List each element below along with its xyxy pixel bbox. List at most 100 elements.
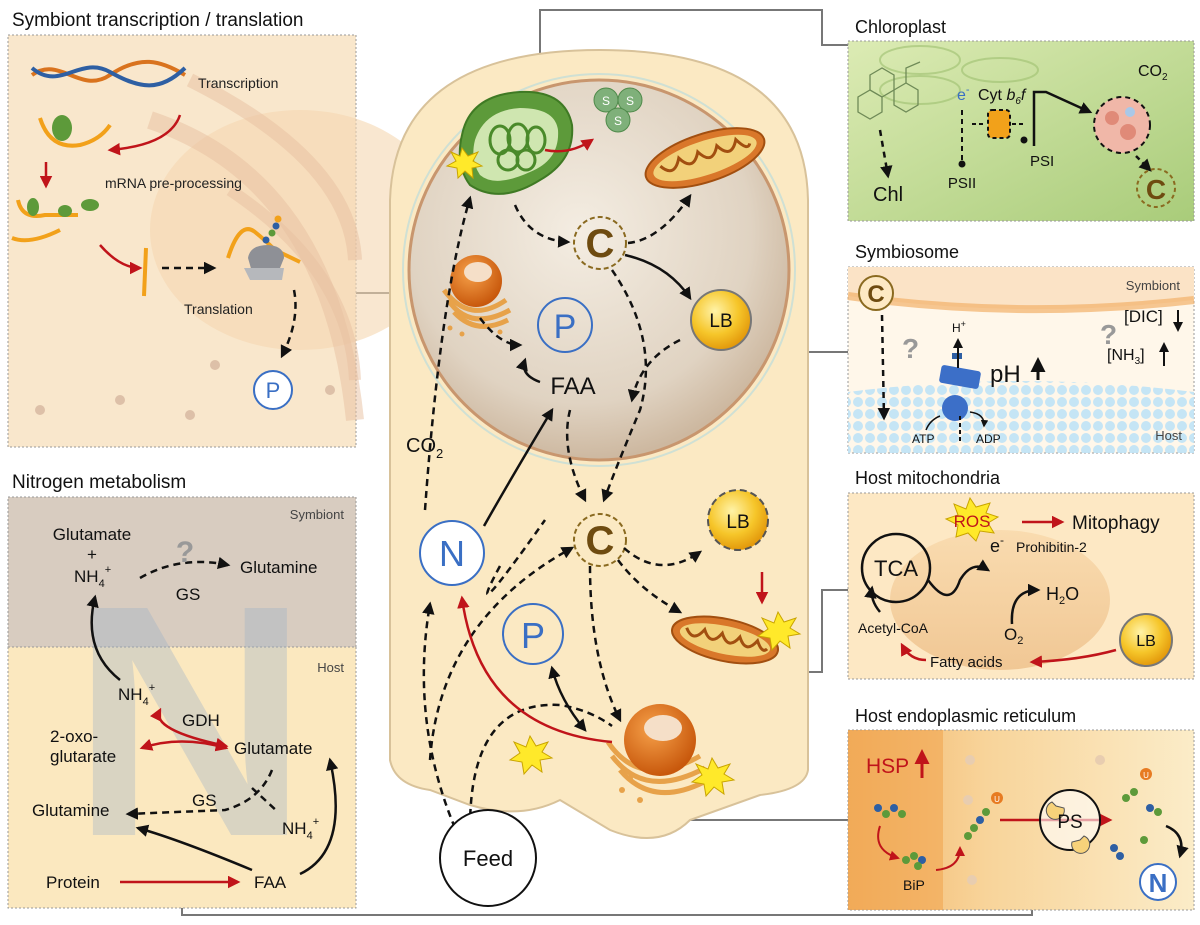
svg-text:CO2: CO2	[1138, 63, 1168, 83]
svg-text:O2: O2	[1004, 625, 1023, 647]
svg-text:ADP: ADP	[976, 432, 1001, 446]
ros-burst-icon	[445, 146, 484, 180]
svg-text:FAA: FAA	[550, 373, 595, 400]
symbiont-p	[537, 297, 593, 353]
svg-text:N: N	[1149, 868, 1168, 898]
svg-text:N: N	[439, 533, 465, 574]
host-n	[419, 520, 485, 586]
svg-text:LB: LB	[1136, 633, 1156, 650]
host-c	[573, 513, 627, 567]
svg-text:H+: H+	[952, 319, 966, 335]
svg-text:?: ?	[1100, 319, 1117, 350]
svg-text:Feed: Feed	[463, 846, 513, 871]
svg-text:NH4+: NH4+	[282, 816, 319, 842]
svg-text:U: U	[994, 795, 1000, 804]
panel-chloroplast: Chloroplast Chl e- Cyt b6f PSII PSI CO2 …	[847, 17, 1195, 222]
spliced-mrna-icon	[11, 198, 99, 243]
svg-text:Glutamate: Glutamate	[234, 739, 312, 758]
svg-text:ROS: ROS	[954, 512, 991, 531]
svg-text:Mitophagy: Mitophagy	[1072, 513, 1160, 534]
ribosome-mrna-icon	[38, 115, 112, 148]
symbiont-c	[573, 216, 627, 270]
svg-text:Glutamate: Glutamate	[53, 525, 131, 544]
svg-text:FAA: FAA	[254, 873, 287, 892]
svg-text:Transcription: Transcription	[198, 75, 278, 91]
pyrenoid-icon	[1093, 96, 1151, 154]
panel-nitrogen: Nitrogen metabolism N Symbiont Host Glut…	[7, 472, 357, 909]
host-mitochondrion-icon	[670, 615, 780, 665]
svg-text:PS: PS	[1057, 812, 1082, 833]
svg-text:Acetyl-CoA: Acetyl-CoA	[858, 620, 929, 636]
starch-granules: S S S	[593, 87, 643, 133]
svg-text:[DIC]: [DIC]	[1124, 307, 1163, 326]
v-atpase-icon	[939, 353, 981, 421]
svg-text:e-: e-	[957, 84, 970, 104]
panel-title: Chloroplast	[855, 17, 946, 37]
svg-text:Chl: Chl	[873, 184, 903, 206]
svg-text:2-oxo-: 2-oxo-	[50, 727, 98, 746]
svg-text:S: S	[614, 114, 622, 128]
svg-text:HSP: HSP	[866, 755, 909, 778]
panel-transcription: Symbiont transcription / translation Tra…	[7, 10, 450, 448]
svg-text:Prohibitin-2: Prohibitin-2	[1016, 539, 1087, 555]
svg-text:CO2: CO2	[406, 435, 443, 461]
svg-text:Host: Host	[317, 660, 344, 675]
svg-text:C: C	[586, 222, 615, 266]
panel-title: Nitrogen metabolism	[12, 472, 186, 493]
svg-text:?: ?	[176, 536, 194, 569]
svg-text:PSI: PSI	[1030, 153, 1054, 170]
symbiont-mitochondrion-icon	[644, 127, 766, 189]
svg-text:Translation: Translation	[184, 301, 253, 317]
svg-text:BiP: BiP	[903, 877, 925, 893]
svg-text:GS: GS	[192, 791, 217, 810]
svg-text:[NH3]: [NH3]	[1107, 347, 1145, 367]
svg-text:H2O: H2O	[1046, 584, 1079, 607]
panel-mitochondria: Host mitochondria ROS Mitophagy Prohibit…	[847, 468, 1195, 680]
tca-cycle	[860, 532, 932, 604]
svg-text:NH4+: NH4+	[74, 564, 111, 590]
svg-text:glutarate: glutarate	[50, 747, 116, 766]
svg-text:LB: LB	[726, 512, 749, 533]
feed-circle	[439, 809, 537, 907]
svg-text:Fatty acids: Fatty acids	[930, 654, 1003, 671]
svg-text:TCA: TCA	[874, 556, 918, 581]
ros-burst-icon	[756, 610, 802, 652]
svg-text:U: U	[1143, 771, 1149, 780]
svg-text:Glutamine: Glutamine	[240, 558, 317, 577]
svg-text:C: C	[867, 281, 884, 308]
host-p	[502, 603, 564, 665]
svg-text:PSII: PSII	[948, 175, 976, 192]
svg-text:Symbiont: Symbiont	[290, 507, 345, 522]
folding-protein-icon	[902, 852, 926, 870]
svg-text:mRNA pre-processing: mRNA pre-processing	[105, 175, 242, 191]
svg-text:Host: Host	[1155, 428, 1182, 443]
host-cell: S S S C P FAA LB	[389, 48, 809, 907]
panel-er: Host endoplasmic reticulum HSP BiP U PS …	[847, 706, 1195, 911]
svg-text:e-: e-	[990, 533, 1004, 556]
svg-text:Glutamine: Glutamine	[32, 801, 109, 820]
svg-text:+: +	[87, 545, 97, 564]
svg-text:GS: GS	[176, 585, 201, 604]
svg-text:LB: LB	[709, 311, 732, 332]
panel-title: Host mitochondria	[855, 468, 1001, 488]
panel-title: Host endoplasmic reticulum	[855, 706, 1076, 726]
cyt-b6f-icon	[987, 109, 1011, 139]
svg-text:S: S	[602, 94, 610, 108]
symbiont-lb	[690, 289, 752, 351]
svg-text:Symbiont: Symbiont	[1126, 278, 1181, 293]
peptide-fragments-icon	[1110, 788, 1162, 860]
dna-strand	[30, 59, 187, 83]
ubiquitinated-protein-icon: U	[964, 792, 1003, 840]
ros-burst-icon	[944, 496, 1000, 542]
unfolded-protein-icon	[874, 804, 906, 818]
chlorophyll-structure-icon	[857, 61, 921, 120]
svg-text:pH: pH	[990, 361, 1021, 388]
svg-text:Cyt b6f: Cyt b6f	[978, 87, 1027, 107]
svg-text:C: C	[1146, 174, 1166, 205]
svg-text:?: ?	[902, 333, 919, 364]
svg-text:NH4+: NH4+	[118, 682, 155, 708]
host-lb	[707, 489, 769, 551]
ros-burst-icon	[690, 756, 736, 798]
host-golgi-icon	[605, 704, 736, 803]
